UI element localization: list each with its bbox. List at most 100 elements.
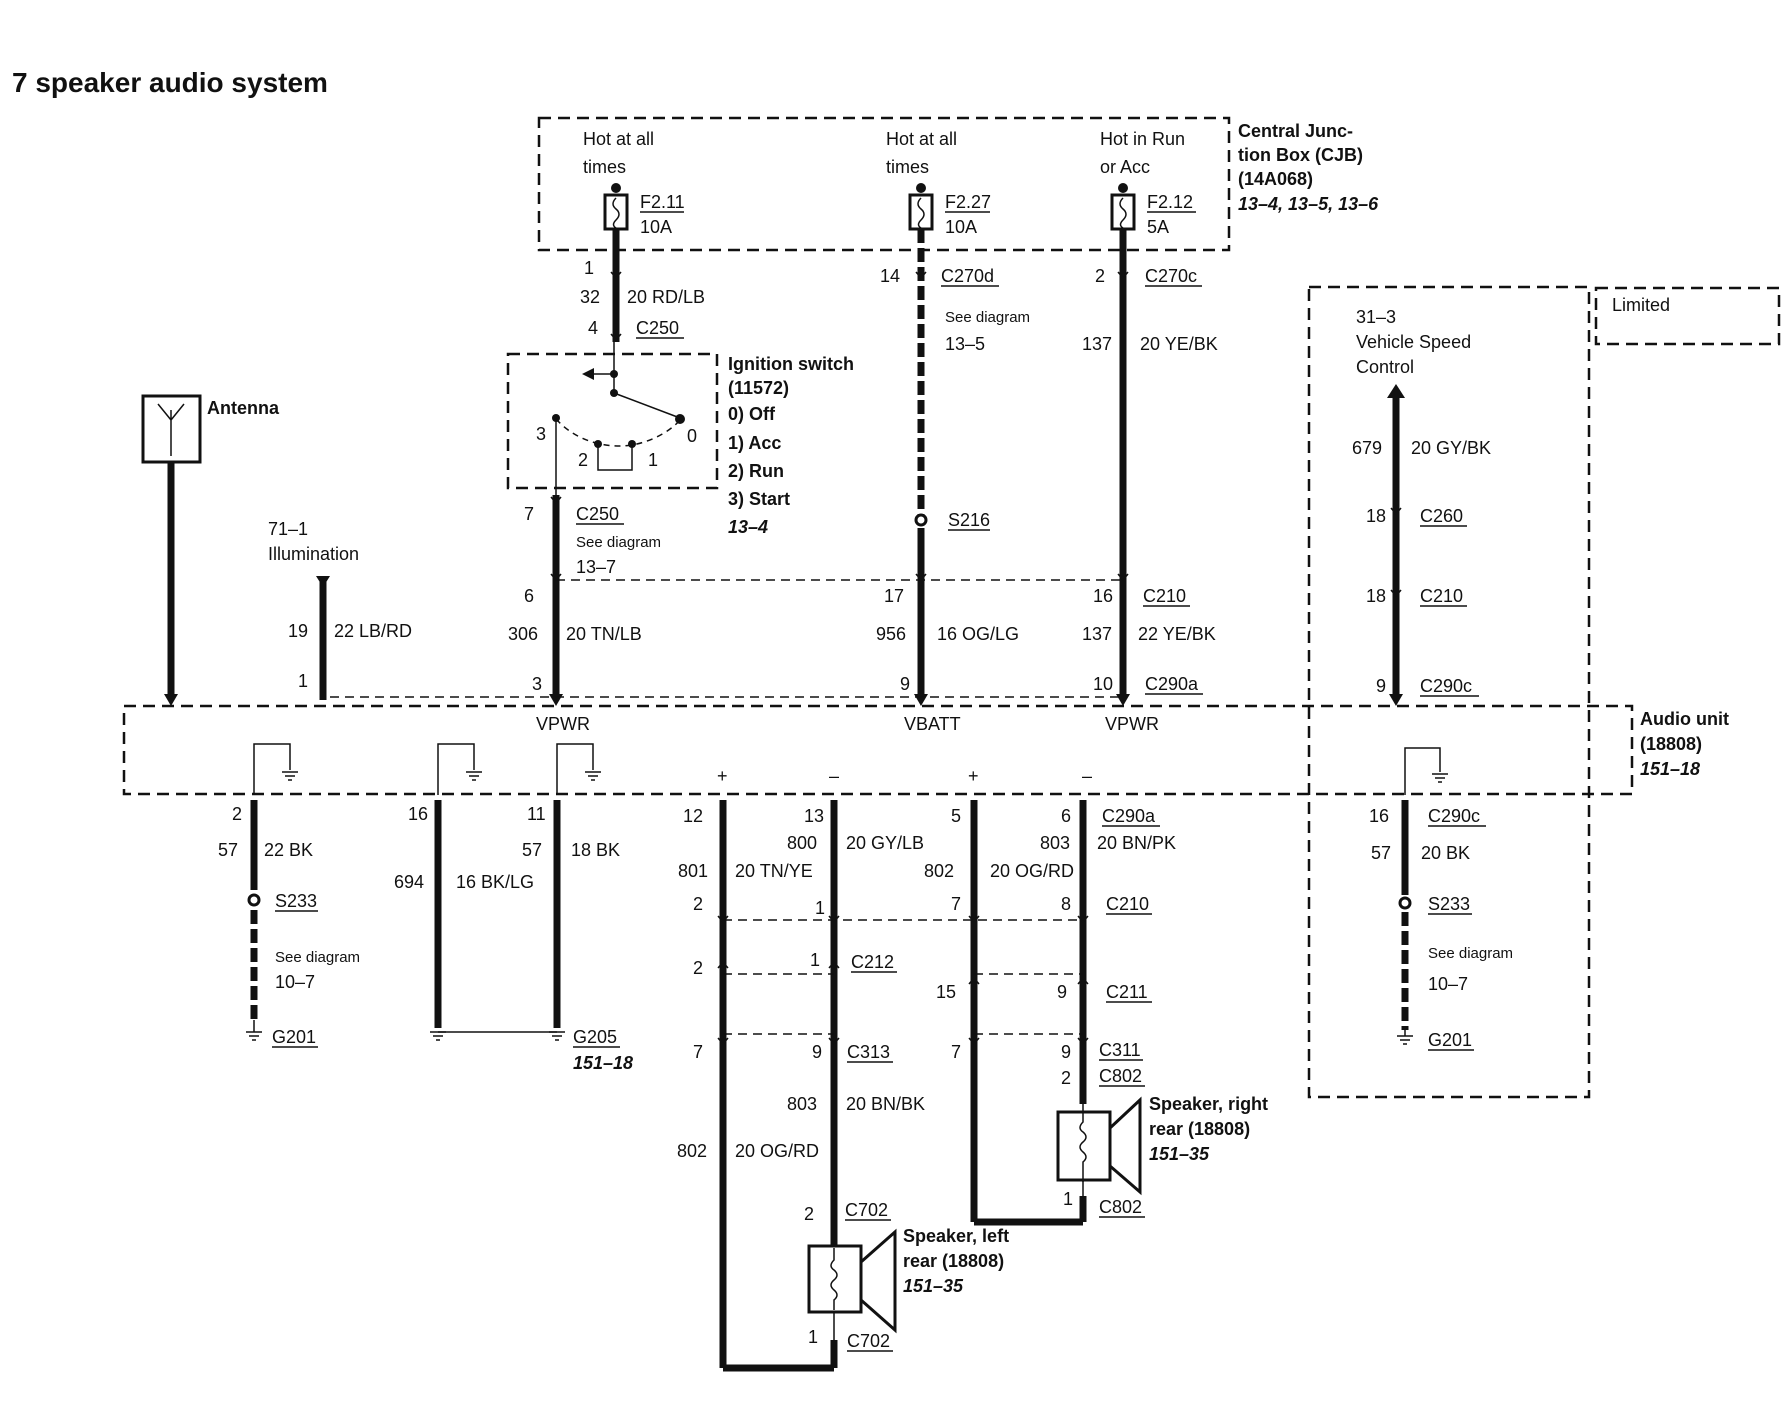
cjb-hot2-line2: times [886,157,929,177]
limited-box: Limited [1307,285,1781,1099]
connector-c270c: C270c [1145,266,1197,286]
ignition-pin-0: 0 [687,426,697,446]
wire-color: 18 BK [571,840,620,860]
cjb-label-line2: tion Box (CJB) [1238,145,1363,165]
see-diagram-ref: 13–7 [576,557,616,577]
connector-c702: C702 [847,1331,890,1351]
speaker-right-label-1: Speaker, right [1149,1094,1268,1114]
wire-pin: 16 [1093,586,1113,606]
vpwr-label-1: VPWR [536,714,590,734]
speaker-left-ref: 151–35 [903,1276,964,1296]
fuse3-name: F2.12 [1147,192,1193,212]
ground-g205-ref: 151–18 [573,1053,633,1073]
wire-pin: 12 [683,806,703,826]
connector-c290c: C290c [1428,806,1480,826]
speaker-right-rear: Speaker, right rear (18808) 151–35 [1056,1094,1268,1196]
wire-circuit-number: 137 [1082,334,1112,354]
ground-g201: G201 [272,1027,316,1047]
wire-pin: 1 [1063,1189,1073,1209]
see-diagram-label: See diagram [1428,945,1513,962]
wire-color: 20 GY/BK [1411,438,1491,458]
wire-color: 20 YE/BK [1140,334,1218,354]
see-diagram-ref: 13–5 [945,334,985,354]
cjb-hot3-line1: Hot in Run [1100,129,1185,149]
connector-c290a: C290a [1102,806,1156,826]
wire-pin: 1 [810,950,820,970]
wire-pin: 16 [408,804,428,824]
fuse3-rating: 5A [1147,217,1169,237]
wire-circuit-number: 694 [394,872,424,892]
connector-c702: C702 [845,1200,888,1220]
fuse-f2-11: F2.11 10A [603,183,685,237]
audio-unit-box: VPWR VBATT VPWR Audio unit (18808) 151–1… [122,704,1729,796]
wire-pin: 17 [884,586,904,606]
wire-pin: 15 [936,982,956,1002]
wire-circuit-number: 803 [787,1094,817,1114]
wire-vpwr-run: 7 C250 See diagram 13–7 6 306 20 TN/LB 3 [508,495,661,706]
wire-pin: 7 [951,894,961,914]
central-junction-box: Hot at all times Hot at all times Hot in… [537,116,1379,252]
wire-color: 22 BK [264,840,313,860]
wire-pin: 11 [527,804,546,824]
wire-pin: 2 [232,804,242,824]
wire-pin: 9 [1057,982,1067,1002]
antenna-label: Antenna [207,398,280,418]
illumination-pin: 1 [298,671,308,691]
speaker-left-rear: Speaker, left rear (18808) 151–35 [807,1226,1009,1340]
ignition-ref: 13–4 [728,517,768,537]
wire-circuit-number: 32 [580,287,600,307]
wire-pin: 9 [812,1042,822,1062]
cjb-hot1-line2: times [583,157,626,177]
connector-c290a: C290a [1145,674,1199,694]
plus-sign: + [968,766,979,786]
wire-circuit-number: 679 [1352,438,1382,458]
connector-c311: C311 [1099,1040,1141,1060]
wire-pin: 2 [1095,266,1105,286]
see-diagram-label: See diagram [275,949,360,966]
ignition-pin-3: 3 [536,424,546,444]
cjb-hot1-line1: Hot at all [583,129,654,149]
wire-pin: 9 [1061,1042,1071,1062]
plus-sign: + [717,766,728,786]
wire-circuit-number: 801 [678,861,708,881]
illumination-circuit-number: 19 [288,621,308,641]
wire-circuit-number: 802 [924,861,954,881]
splice-s233: S233 [275,891,317,911]
wire-circuit-number: 802 [677,1141,707,1161]
connector-c290c: C290c [1420,676,1472,696]
fuse1-name: F2.11 [640,192,685,212]
ignition-label-1: Ignition switch [728,354,854,374]
minus-sign: – [829,766,839,786]
fuse2-rating: 10A [945,217,977,237]
wire-pin: 13 [804,806,824,826]
speaker-right-label-2: rear (18808) [1149,1119,1250,1139]
fuse1-rating: 10A [640,217,672,237]
connector-c210: C210 [1143,586,1186,606]
wire-pin: 10 [1093,674,1113,694]
wire-pin: 1 [815,898,825,918]
wire-pin: 1 [584,258,594,278]
wire-color: 16 OG/LG [937,624,1019,644]
ignition-pin-1: 1 [648,450,658,470]
wire-color: 20 BN/BK [846,1094,925,1114]
ground-wire-694: 16 694 16 BK/LG [394,800,557,1041]
wire-pin: 7 [524,504,534,524]
ignition-position-off: 0) Off [728,404,776,424]
connector-c270d: C270d [941,266,994,286]
connector-c211: C211 [1106,982,1148,1002]
wire-pin: 7 [951,1042,961,1062]
illumination-wire-color: 22 LB/RD [334,621,412,641]
wire-color: 20 OG/RD [990,861,1074,881]
wire-pin: 2 [1061,1068,1071,1088]
ground-g205: G205 [573,1027,617,1047]
wire-pin: 6 [524,586,534,606]
wire-pin: 5 [951,806,961,826]
speaker-wires-left: + – 12 13 800 20 GY/LB 801 20 TN/YE 2 1 … [677,766,1083,1372]
wire-color: 20 TN/YE [735,861,813,881]
wire-pin: 16 [1369,806,1389,826]
wire-pin: 9 [900,674,910,694]
wire-circuit-number: 956 [876,624,906,644]
ground-g201: G201 [1428,1030,1472,1050]
speaker-left-label-2: rear (18808) [903,1251,1004,1271]
